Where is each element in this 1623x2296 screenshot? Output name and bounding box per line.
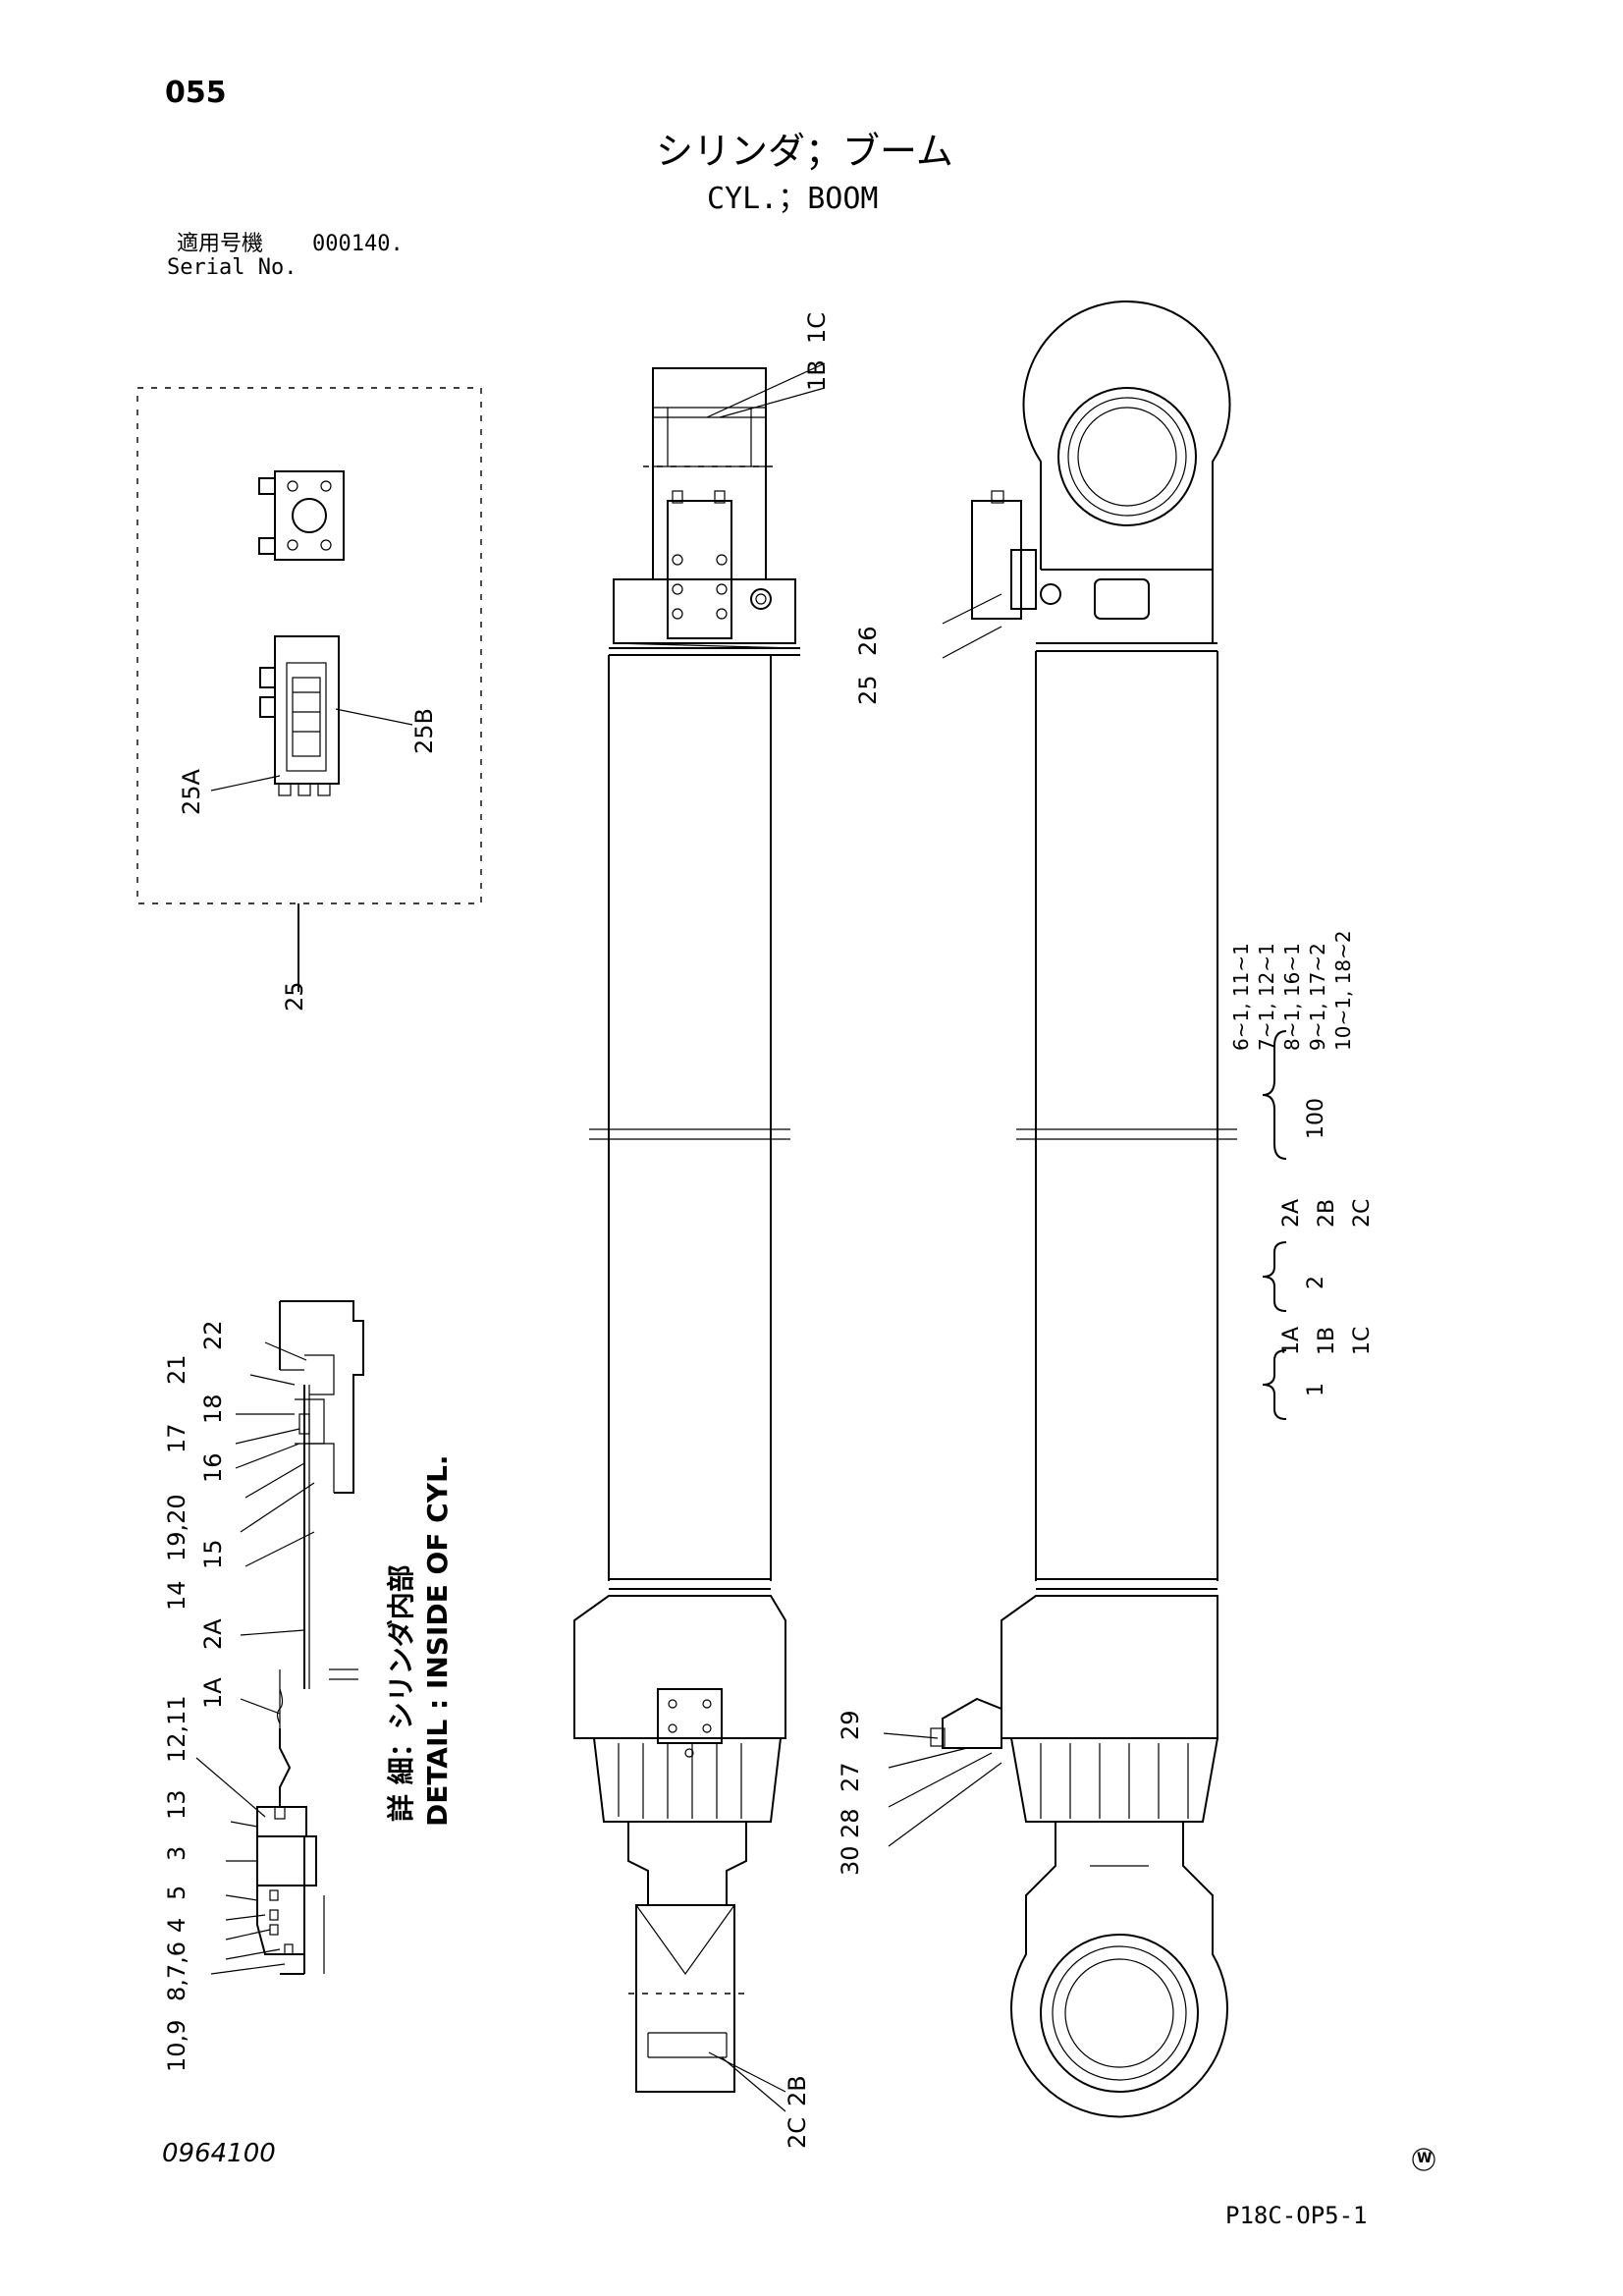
legend-1-item-B: 1B: [1315, 1326, 1339, 1355]
legend-1-item-C: 1C: [1350, 1326, 1375, 1355]
drawing-number: 0964100: [162, 2139, 276, 2168]
callout-2A: 2A: [199, 1618, 227, 1650]
legend-100-main: 100: [1304, 1098, 1328, 1139]
legend-2-main: 2: [1304, 1276, 1328, 1289]
page-code: P18C-OP5-1: [1225, 2202, 1368, 2229]
callout-17: 17: [163, 1423, 190, 1453]
legend-100-item-5: 10~1, 18~2: [1331, 930, 1355, 1051]
callout-5: 5: [163, 1885, 190, 1900]
callout-25A: 25A: [178, 769, 205, 815]
callout-25B: 25B: [410, 707, 438, 754]
callout-18: 18: [199, 1394, 227, 1424]
callout-25: 25: [281, 981, 308, 1011]
callout-30: 30: [837, 1845, 864, 1876]
legend-2-item-B: 2B: [1315, 1198, 1339, 1228]
watermark-circle: [1412, 2148, 1435, 2171]
legend-100-item-1: 6~1, 11~1: [1229, 943, 1253, 1051]
callout-29: 29: [837, 1710, 864, 1740]
legend-1-item-A: 1A: [1279, 1326, 1304, 1355]
serial-label-jp: 適用号機: [177, 232, 264, 256]
cylinder-right: [883, 300, 1237, 2118]
callout-28: 28: [837, 1808, 864, 1838]
cylinder-left: [573, 362, 826, 2112]
callout-2C: 2C: [784, 2116, 811, 2149]
serial-label-en: Serial No.: [167, 255, 298, 280]
serial-value: 000140.: [312, 232, 404, 256]
legend-braces: [1262, 1030, 1287, 1420]
legend-1-main: 1: [1304, 1383, 1328, 1396]
callout-15: 15: [199, 1539, 227, 1569]
watermark-symbol: W: [1417, 2151, 1433, 2166]
callout-21: 21: [163, 1354, 190, 1385]
callout-10-9: 10,9: [163, 2019, 190, 2072]
callout-1C: 1C: [803, 311, 831, 344]
page-number: 055: [165, 76, 227, 110]
callout-13: 13: [163, 1789, 190, 1820]
title-english: CYL.；BOOM: [707, 182, 879, 216]
callout-26: 26: [854, 626, 882, 656]
title-japanese: シリンダ；ブーム: [656, 130, 953, 173]
legend-2-item-C: 2C: [1350, 1198, 1375, 1228]
detail-caption-en: DETAIL : INSIDE OF CYL.: [421, 1454, 454, 1827]
legend-100-item-4: 9~1, 17~2: [1306, 943, 1329, 1051]
callout-22: 22: [199, 1320, 227, 1350]
callout-19-20: 19,20: [163, 1494, 190, 1561]
callout-1B: 1B: [803, 359, 831, 391]
cylinder-section-detail: [195, 1300, 364, 1975]
callout-25-cyl: 25: [854, 675, 882, 705]
callout-4: 4: [163, 1917, 190, 1933]
legend-100-item-3: 8~1, 16~1: [1280, 943, 1304, 1051]
callout-8-7-6: 8,7,6: [163, 1941, 190, 2001]
detail-box-25: [136, 387, 482, 992]
callout-1A: 1A: [199, 1677, 227, 1709]
callout-12-11: 12,11: [163, 1695, 190, 1763]
legend-2-item-A: 2A: [1279, 1198, 1304, 1228]
callout-3: 3: [163, 1845, 190, 1861]
callout-2B: 2B: [784, 2075, 811, 2106]
callout-27: 27: [837, 1762, 864, 1792]
callout-14: 14: [163, 1580, 190, 1611]
legend-100-item-2: 7~1, 12~1: [1255, 943, 1278, 1051]
detail-caption-jp: 詳 細：シリンダ内部: [385, 1564, 417, 1822]
callout-16: 16: [199, 1452, 227, 1483]
